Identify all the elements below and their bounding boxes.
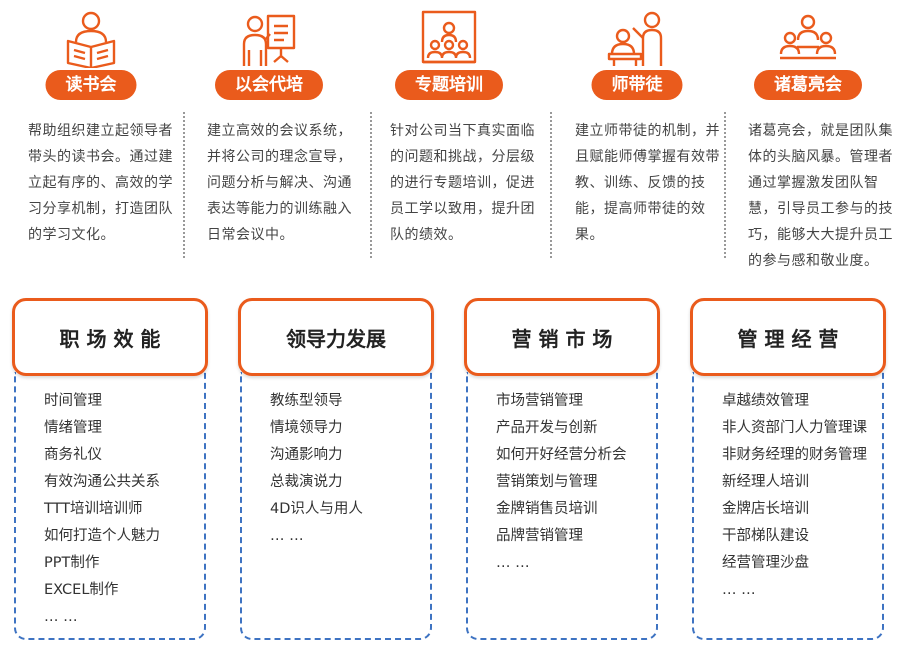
category-list-box: 市场营销管理 产品开发与创新 如何开好经营分析会 营销策划与管理 金牌销售员培训…	[466, 372, 658, 640]
course-item: PPT制作	[44, 555, 100, 571]
category-title: 营 销 市 场	[464, 298, 660, 376]
course-item: 有效沟通公共关系	[44, 474, 160, 490]
team-meeting-icon	[779, 14, 837, 60]
course-item: EXCEL制作	[44, 582, 119, 598]
course-item: 非人资部门人力管理课	[722, 420, 867, 436]
course-item: … …	[44, 609, 78, 625]
method-description: 针对公司当下真实面临的问题和挑战，分层级的进行专题培训，促进员工学以致用，提升团…	[390, 123, 535, 243]
course-item: 产品开发与创新	[496, 420, 598, 436]
divider	[183, 112, 185, 258]
divider	[370, 112, 372, 258]
course-item: 如何打造个人魅力	[44, 528, 160, 544]
method-label: 读书会	[45, 70, 137, 100]
course-item: 新经理人培训	[722, 474, 809, 490]
course-item: TTT培训培训师	[44, 501, 143, 517]
category-card-management: 管 理 经 营 卓越绩效管理 非人资部门人力管理课 非财务经理的财务管理 新经理…	[690, 298, 886, 644]
course-item: 时间管理	[44, 393, 102, 409]
reading-person-icon	[66, 11, 116, 68]
course-item: … …	[270, 528, 304, 544]
course-item: 情境领导力	[270, 420, 343, 436]
divider	[550, 112, 552, 258]
course-item: 干部梯队建设	[722, 528, 809, 544]
classroom-screen-icon	[421, 10, 477, 64]
course-item: 沟通影响力	[270, 447, 343, 463]
method-description: 建立师带徒的机制，并且赋能师傅掌握有效带教、训练、反馈的技能，提高师带徒的效果。	[575, 123, 720, 243]
category-list-box: 卓越绩效管理 非人资部门人力管理课 非财务经理的财务管理 新经理人培训 金牌店长…	[692, 372, 884, 640]
course-item: 如何开好经营分析会	[496, 447, 627, 463]
divider	[724, 112, 726, 258]
category-title: 领导力发展	[238, 298, 434, 376]
category-title: 管 理 经 营	[690, 298, 886, 376]
method-description: 帮助组织建立起领导者带头的读书会。通过建立起有序的、高效的学习分享机制，打造团队…	[28, 123, 173, 243]
category-list-box: 时间管理 情绪管理 商务礼仪 有效沟通公共关系 TTT培训培训师 如何打造个人魅…	[14, 372, 206, 640]
course-list: 市场营销管理 产品开发与创新 如何开好经营分析会 营销策划与管理 金牌销售员培训…	[468, 372, 656, 577]
course-item: 非财务经理的财务管理	[722, 447, 867, 463]
course-item: 商务礼仪	[44, 447, 102, 463]
category-list-box: 教练型领导 情境领导力 沟通影响力 总裁演说力 4D识人与用人 … …	[240, 372, 432, 640]
method-label: 诸葛亮会	[754, 70, 862, 100]
course-list: 卓越绩效管理 非人资部门人力管理课 非财务经理的财务管理 新经理人培训 金牌店长…	[694, 372, 882, 604]
method-label: 专题培训	[395, 70, 503, 100]
mentor-apprentice-icon	[607, 11, 663, 66]
method-label: 以会代培	[215, 70, 323, 100]
course-item: 总裁演说力	[270, 474, 343, 490]
course-list: 时间管理 情绪管理 商务礼仪 有效沟通公共关系 TTT培训培训师 如何打造个人魅…	[16, 372, 204, 631]
course-item: … …	[496, 555, 530, 571]
category-card-leadership: 领导力发展 教练型领导 情境领导力 沟通影响力 总裁演说力 4D识人与用人 … …	[238, 298, 434, 644]
course-item: 市场营销管理	[496, 393, 583, 409]
course-item: 营销策划与管理	[496, 474, 598, 490]
course-item: … …	[722, 582, 756, 598]
course-item: 情绪管理	[44, 420, 102, 436]
category-card-workplace: 职 场 效 能 时间管理 情绪管理 商务礼仪 有效沟通公共关系 TTT培训培训师…	[12, 298, 208, 644]
course-item: 金牌店长培训	[722, 501, 809, 517]
course-item: 金牌销售员培训	[496, 501, 598, 517]
course-item: 品牌营销管理	[496, 528, 583, 544]
method-description: 建立高效的会议系统，并将公司的理念宣导，问题分析与解决、沟通表达等能力的训练融入…	[207, 123, 352, 243]
course-item: 卓越绩效管理	[722, 393, 809, 409]
method-label: 师带徒	[591, 70, 683, 100]
course-item: 经营管理沙盘	[722, 555, 809, 571]
category-card-marketing: 营 销 市 场 市场营销管理 产品开发与创新 如何开好经营分析会 营销策划与管理…	[464, 298, 660, 644]
method-description: 诸葛亮会，就是团队集体的头脑风暴。管理者通过掌握激发团队智慧，引导员工参与的技巧…	[748, 123, 893, 269]
course-item: 教练型领导	[270, 393, 343, 409]
presenter-board-icon	[242, 14, 296, 66]
course-item: 4D识人与用人	[270, 501, 363, 517]
course-list: 教练型领导 情境领导力 沟通影响力 总裁演说力 4D识人与用人 … …	[242, 372, 430, 550]
category-title: 职 场 效 能	[12, 298, 208, 376]
